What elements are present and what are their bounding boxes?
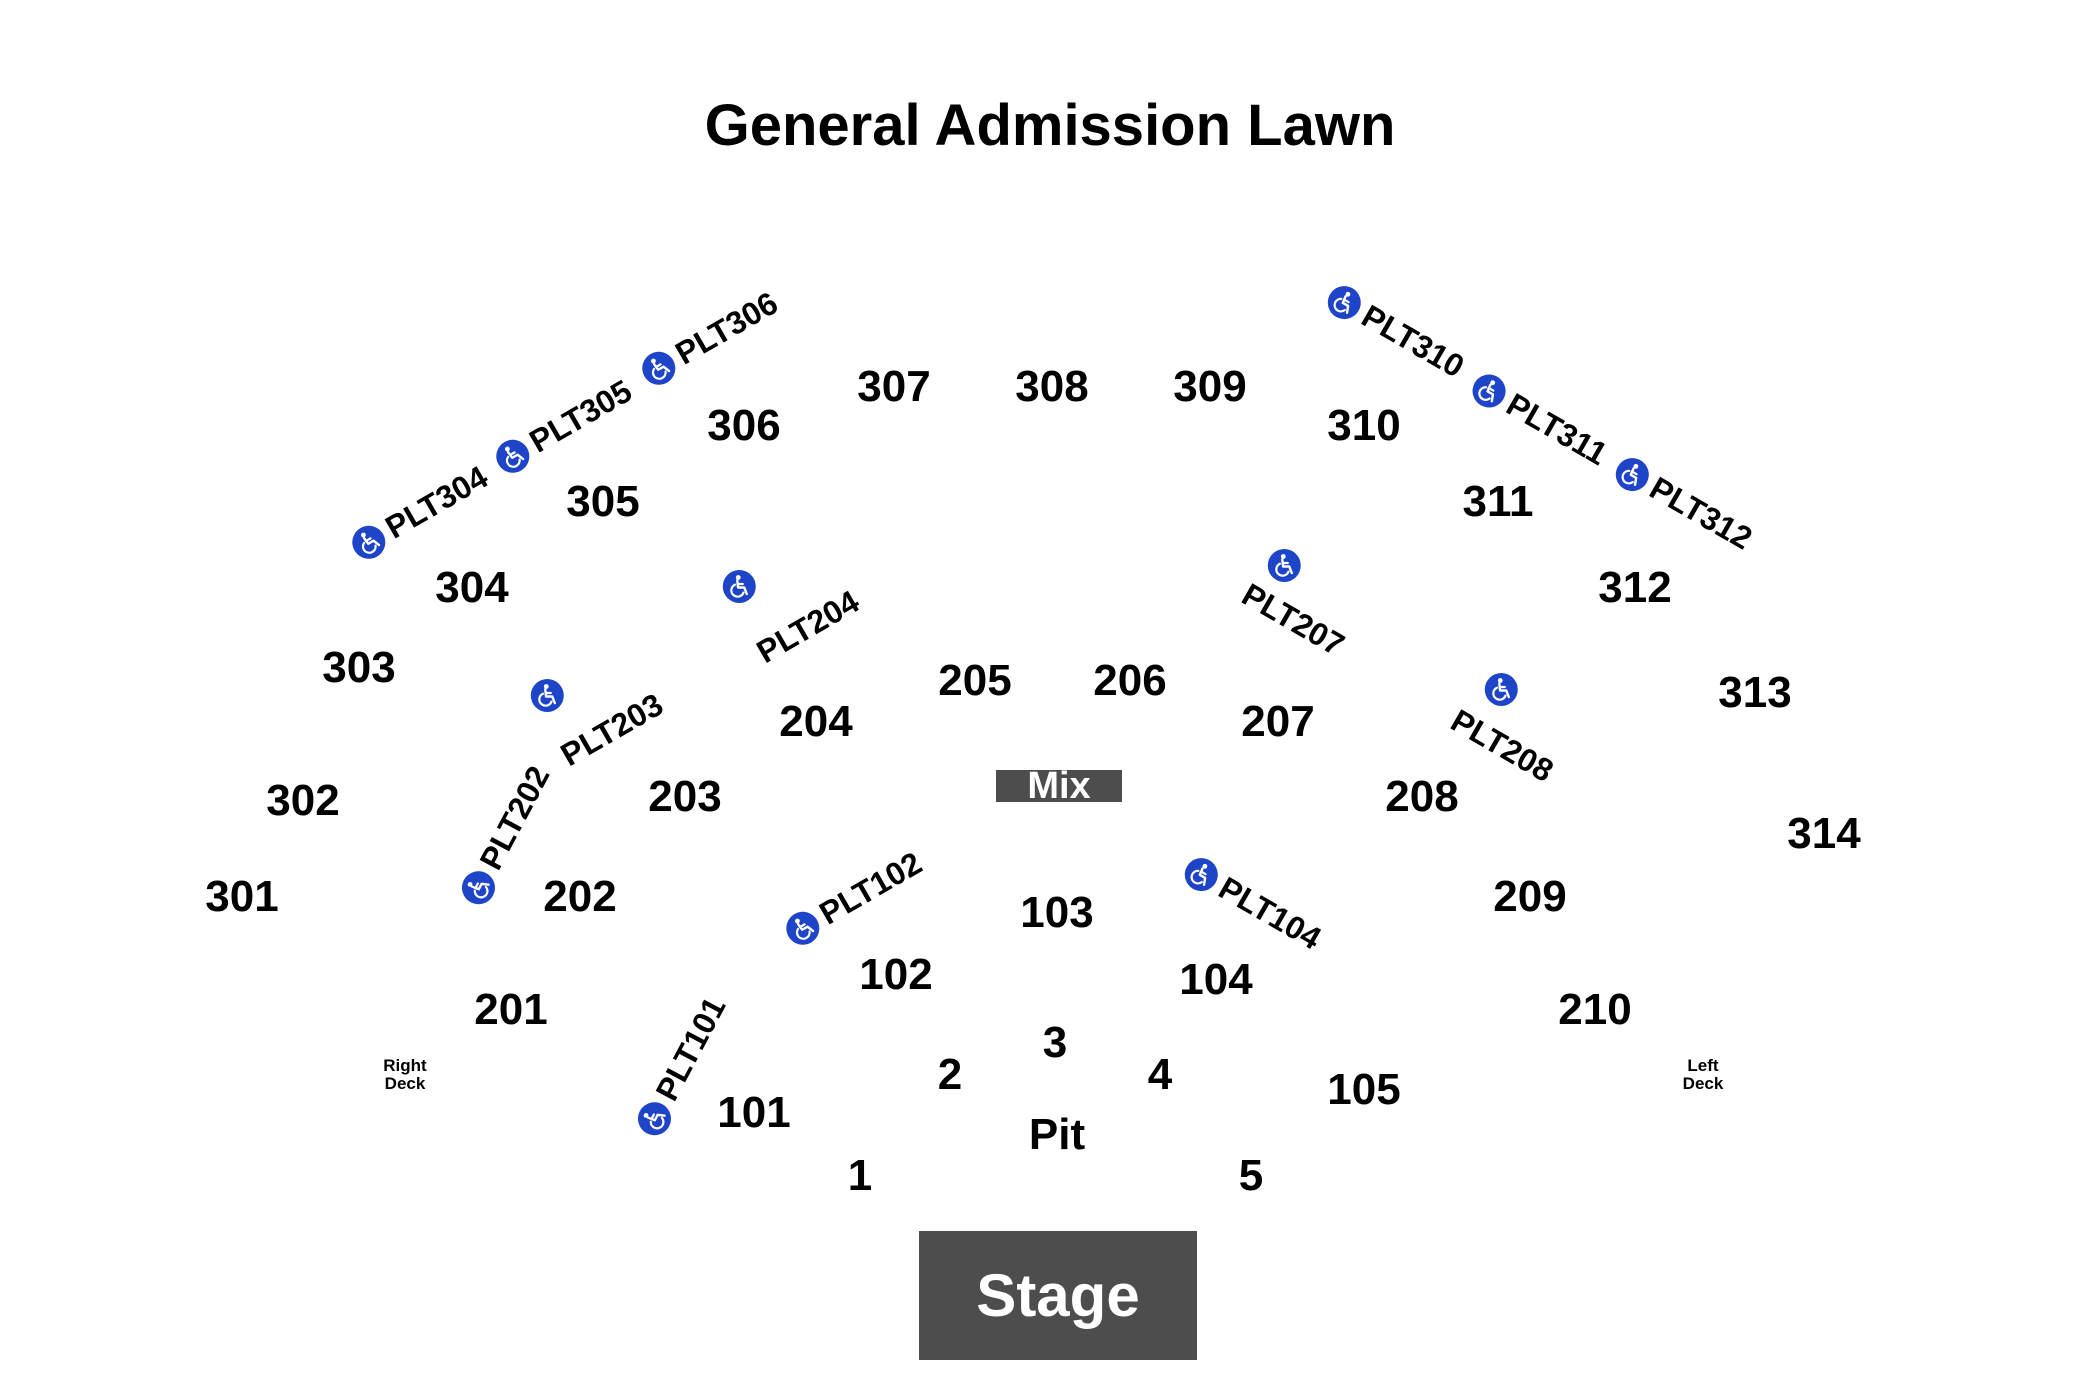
section-205[interactable]: 205: [938, 656, 1012, 705]
section-303[interactable]: 303: [322, 643, 396, 692]
plt208-label: PLT208: [1444, 702, 1560, 790]
wheelchair-icon: [530, 679, 564, 713]
stage[interactable]: Stage: [919, 1231, 1197, 1360]
section-5[interactable]: 5: [1238, 1151, 1264, 1200]
section-4[interactable]: 4: [1147, 1050, 1173, 1099]
section-307[interactable]: 307: [857, 362, 931, 411]
section-207[interactable]: 207: [1241, 697, 1315, 746]
section-312[interactable]: 312: [1598, 563, 1672, 612]
section-304[interactable]: 304: [435, 563, 509, 612]
wheelchair-icon: [455, 865, 501, 911]
left-deck-line2: Deck: [1682, 1074, 1724, 1093]
wheelchair-icon: [1267, 549, 1301, 583]
plt204-label: PLT204: [750, 583, 866, 671]
plt102-label: PLT102: [813, 844, 928, 932]
section-103[interactable]: 103: [1020, 888, 1094, 937]
section-3[interactable]: 3: [1042, 1018, 1068, 1067]
general-admission-lawn-title[interactable]: General Admission Lawn: [704, 93, 1396, 158]
section-2[interactable]: 2: [937, 1050, 963, 1099]
plt202-label: PLT202: [472, 760, 557, 876]
section-305[interactable]: 305: [566, 477, 640, 526]
left-deck-line1: Left: [1687, 1056, 1719, 1075]
section-309[interactable]: 309: [1173, 362, 1247, 411]
pit-label[interactable]: Pit: [1028, 1110, 1086, 1159]
section-310[interactable]: 310: [1327, 401, 1401, 450]
section-204[interactable]: 204: [779, 697, 853, 746]
left-deck-label[interactable]: Left Deck: [1683, 1057, 1724, 1093]
plt311-label: PLT311: [1500, 386, 1614, 473]
section-104[interactable]: 104: [1179, 955, 1253, 1004]
platform-plt207[interactable]: PLT207: [1231, 602, 1354, 663]
section-302[interactable]: 302: [266, 776, 340, 825]
mix-position[interactable]: Mix: [996, 765, 1122, 807]
platform-plt104[interactable]: PLT104: [1178, 850, 1333, 961]
section-206[interactable]: 206: [1093, 656, 1167, 705]
wheelchair-icon: [722, 570, 756, 604]
right-deck-line1: Right: [383, 1056, 427, 1075]
platform-plt306[interactable]: PLT306: [635, 282, 790, 393]
plt104-label: PLT104: [1212, 869, 1328, 957]
plt203-label: PLT203: [554, 686, 670, 774]
section-1[interactable]: 1: [847, 1151, 873, 1200]
plt304-label: PLT304: [379, 458, 494, 546]
section-202[interactable]: 202: [543, 872, 617, 921]
platform-plt305[interactable]: PLT305: [489, 370, 644, 481]
section-313[interactable]: 313: [1718, 668, 1792, 717]
plt312-label: PLT312: [1643, 469, 1759, 557]
platform-plt102[interactable]: PLT102: [779, 842, 934, 953]
section-210[interactable]: 210: [1558, 985, 1632, 1034]
wheelchair-icon: [631, 1096, 677, 1142]
section-311[interactable]: 311: [1462, 477, 1534, 526]
wheelchair-icon: [1484, 673, 1518, 707]
section-208[interactable]: 208: [1385, 772, 1459, 821]
platform-plt204[interactable]: PLT204: [746, 609, 869, 670]
section-102[interactable]: 102: [859, 950, 933, 999]
section-105[interactable]: 105: [1327, 1065, 1401, 1114]
section-201[interactable]: 201: [474, 985, 548, 1034]
platform-plt312[interactable]: PLT312: [1609, 450, 1764, 561]
section-301[interactable]: 301: [205, 872, 279, 921]
plt306-label: PLT306: [669, 284, 784, 372]
platform-plt310[interactable]: PLT310: [1321, 278, 1476, 389]
right-deck-label[interactable]: Right Deck: [383, 1057, 426, 1093]
section-314[interactable]: 314: [1787, 809, 1861, 858]
platform-plt208[interactable]: PLT208: [1440, 728, 1563, 789]
platform-plt304[interactable]: PLT304: [345, 456, 500, 567]
plt305-label: PLT305: [523, 372, 638, 460]
right-deck-line2: Deck: [384, 1074, 426, 1093]
section-306[interactable]: 306: [707, 401, 781, 450]
section-308[interactable]: 308: [1015, 362, 1089, 411]
section-209[interactable]: 209: [1493, 872, 1567, 921]
section-101[interactable]: 101: [717, 1088, 791, 1137]
platform-plt311[interactable]: PLT311: [1465, 366, 1618, 476]
platform-plt203[interactable]: PLT203: [550, 712, 673, 773]
plt207-label: PLT207: [1235, 576, 1351, 664]
plt310-label: PLT310: [1355, 297, 1471, 385]
section-203[interactable]: 203: [648, 772, 722, 821]
